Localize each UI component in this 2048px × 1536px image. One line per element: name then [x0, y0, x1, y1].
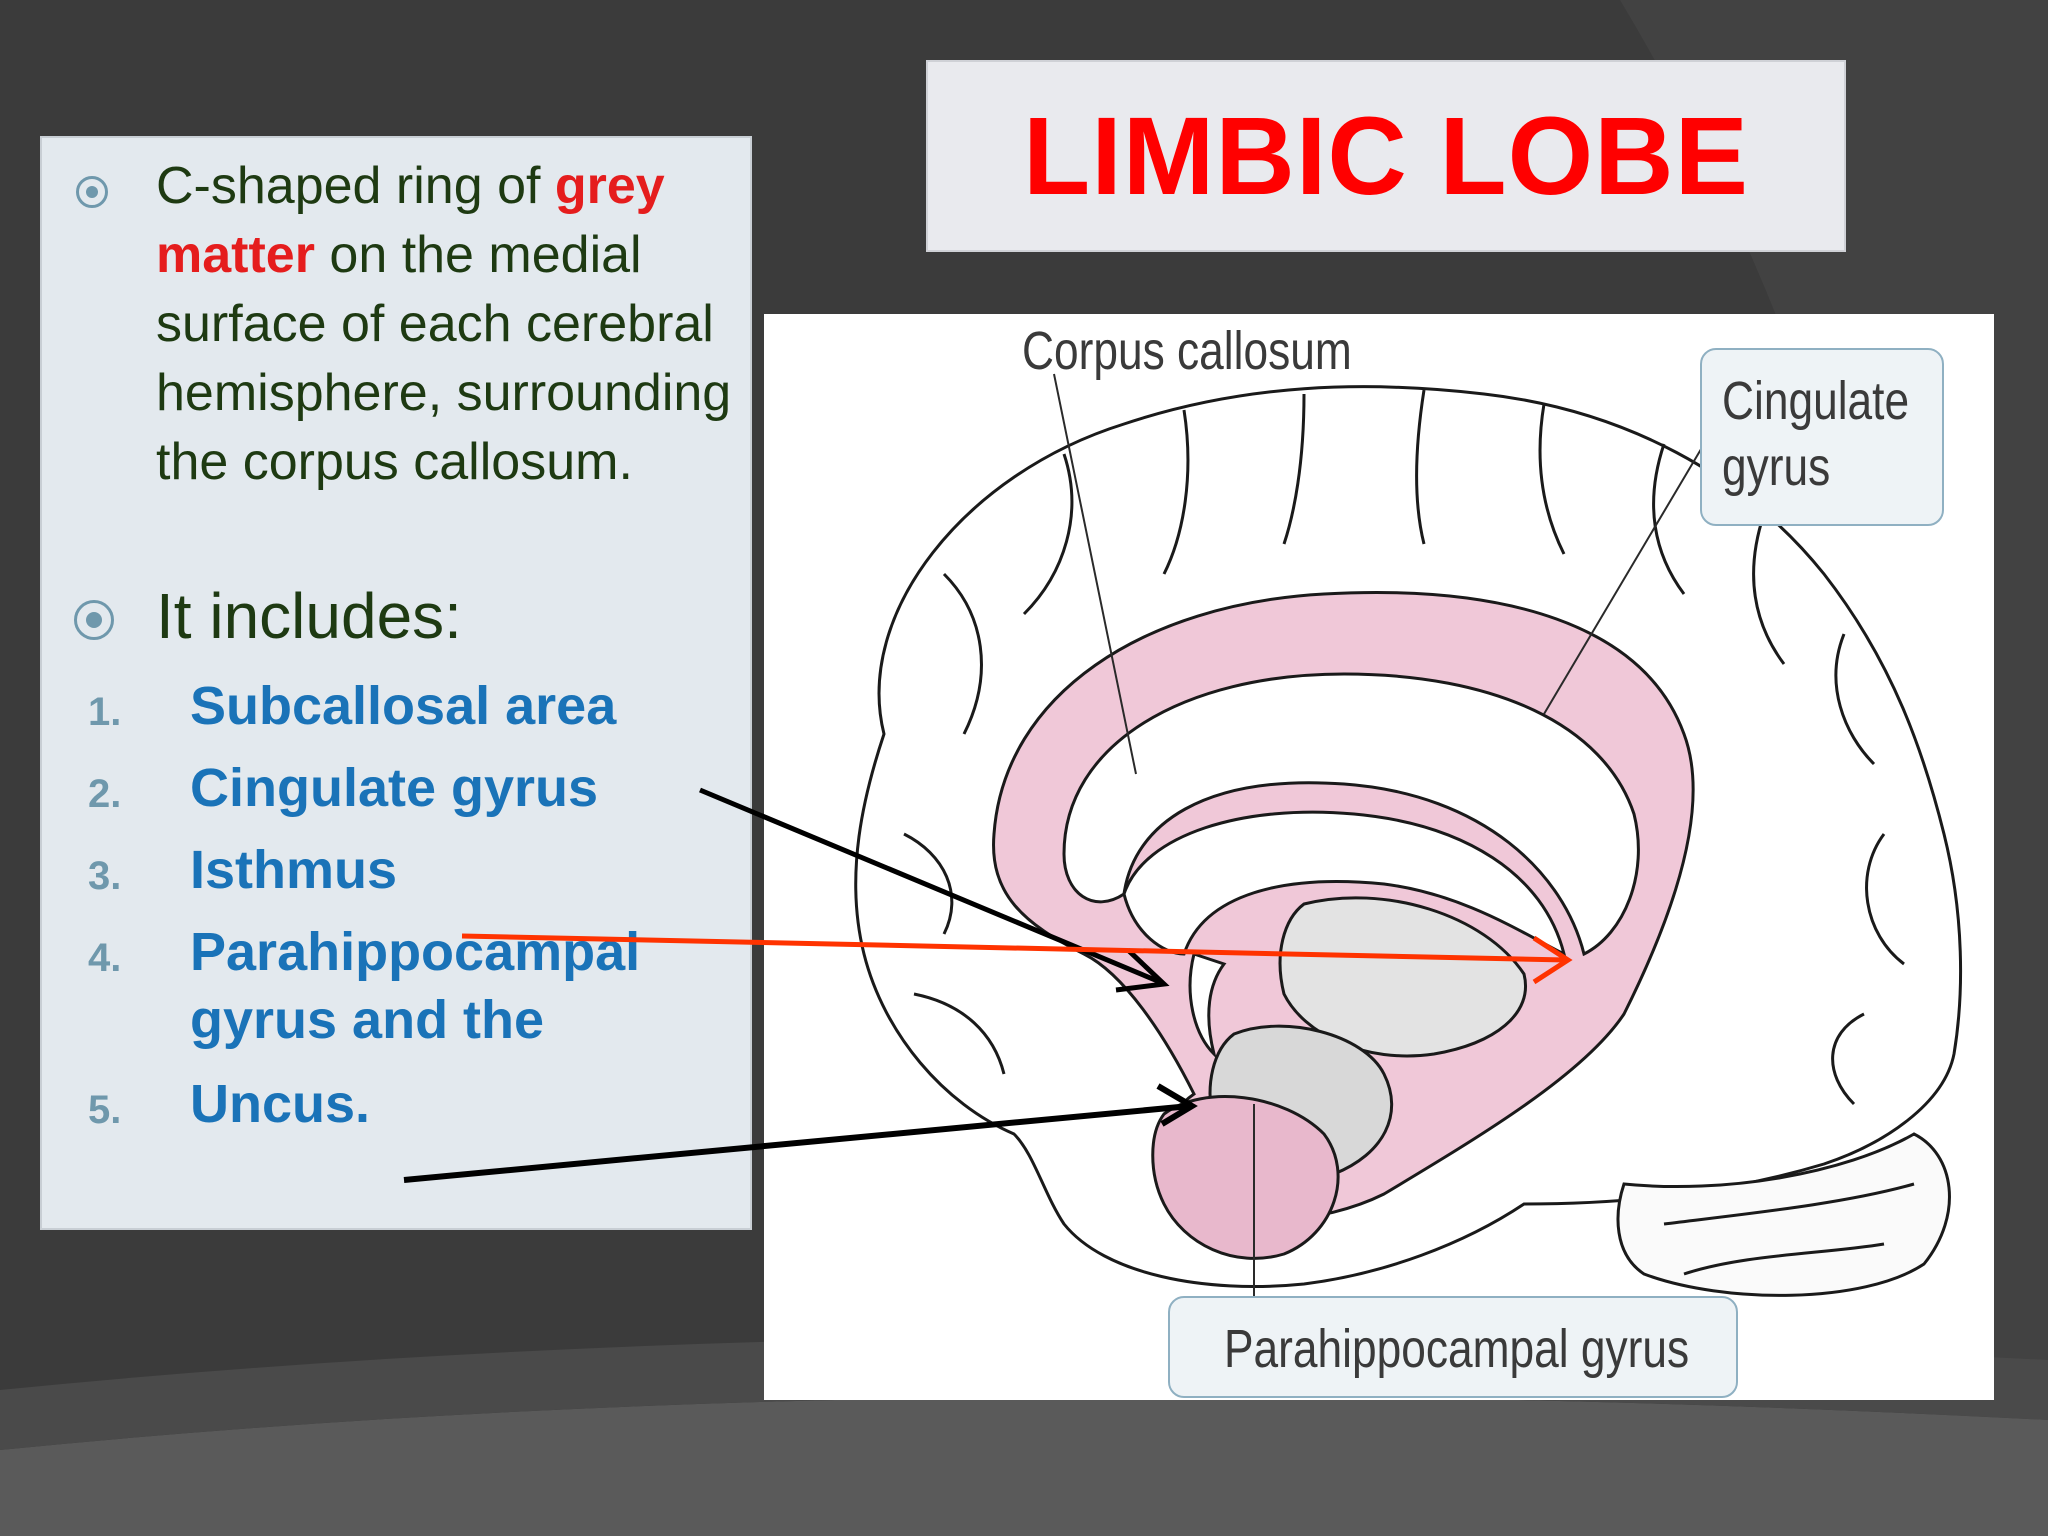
keyword-grey: grey [554, 157, 665, 215]
uncus-region [1151, 1095, 1340, 1260]
callout-cingulate-gyrus [1700, 348, 1944, 526]
label-cingulate-gyrus: Cingulate gyrus [1722, 371, 1910, 497]
list-item-subcallosal-area: Subcallosal area [190, 676, 617, 736]
isthmus-notch [1188, 952, 1227, 1059]
keyword-matter: matter [156, 226, 315, 284]
intro-paragraph: C-shaped ring of grey matter on the medi… [156, 152, 736, 497]
bullet-circle-icon [76, 176, 108, 208]
list-item-cingulate-gyrus: Cingulate gyrus [190, 758, 599, 818]
list-number: 4. [88, 936, 122, 980]
slide-title: LIMBIC LOBE [1023, 94, 1749, 218]
intro-text-end: on the medial surface of each cerebral h… [156, 226, 732, 491]
list-item-isthmus: Isthmus [190, 840, 398, 900]
list-item-parahippocampal-gyrus: Parahippocampal gyrus and the [190, 922, 641, 1050]
list-item-uncus: Uncus. [190, 1074, 371, 1134]
includes-heading: It includes: [156, 580, 462, 652]
brain-medial-view-illustration [854, 373, 1963, 1297]
leader-lines [1053, 373, 1711, 1296]
cerebellum-outline [1616, 1132, 1951, 1297]
label-corpus-callosum: Corpus callosum [1022, 321, 1352, 381]
label-parahippocampal-gyrus: Parahippocampal gyrus [1224, 1319, 1690, 1379]
list-number: 3. [88, 854, 122, 898]
brain-diagram: Corpus callosum Cingulate gyrus Parahipp… [764, 314, 1994, 1400]
title-box: LIMBIC LOBE [926, 60, 1846, 252]
list-number: 1. [88, 690, 122, 734]
bullet-circle-icon [74, 600, 114, 640]
list-number: 5. [88, 1088, 122, 1132]
text-panel: C-shaped ring of grey matter on the medi… [40, 136, 752, 1230]
list-number: 2. [88, 772, 122, 816]
gyri-lines [903, 389, 1915, 1276]
intro-text-start: C-shaped ring of [156, 157, 555, 215]
callout-parahippocampal-gyrus [1168, 1296, 1738, 1398]
